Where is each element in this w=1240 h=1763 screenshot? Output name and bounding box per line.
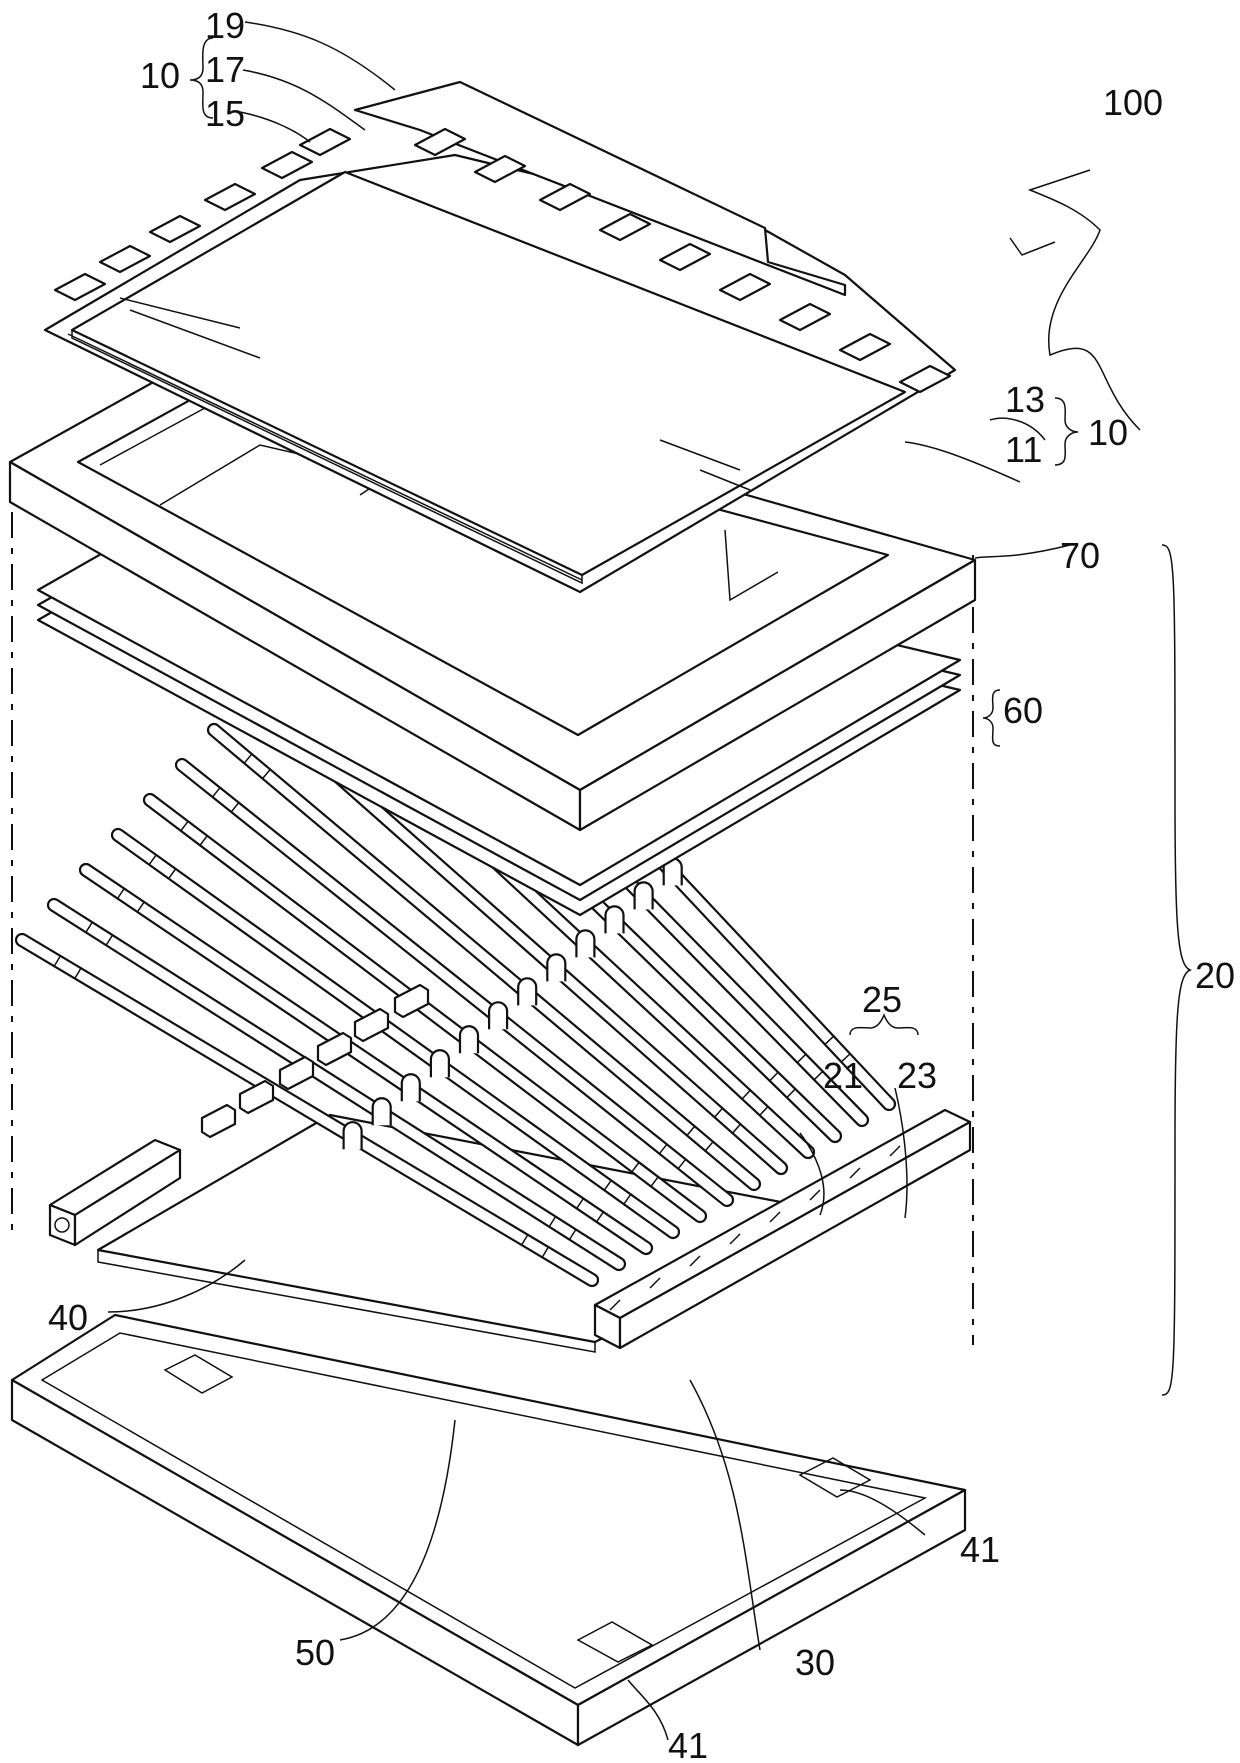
- driver-chip: [150, 216, 200, 242]
- driver-chip: [55, 274, 105, 300]
- label-60: 60: [1003, 690, 1043, 731]
- label-100: 100: [1103, 82, 1163, 123]
- label-10-right: 10: [1088, 412, 1128, 453]
- label-13: 13: [1005, 379, 1045, 420]
- driver-chip: [100, 246, 150, 272]
- label-30: 30: [795, 1642, 835, 1683]
- label-40: 40: [48, 1297, 88, 1338]
- driver-chip: [262, 152, 312, 178]
- label-11: 11: [1005, 429, 1042, 470]
- label-15: 15: [205, 93, 245, 134]
- label-23: 23: [897, 1055, 937, 1096]
- label-21: 21: [823, 1055, 863, 1096]
- label-41-right: 41: [960, 1529, 1000, 1570]
- label-20: 20: [1195, 955, 1235, 996]
- label-10-top: 10: [140, 55, 180, 96]
- label-17: 17: [205, 49, 245, 90]
- label-70: 70: [1060, 535, 1100, 576]
- driver-chip: [205, 184, 255, 210]
- label-50: 50: [295, 1632, 335, 1673]
- label-41-bottom: 41: [668, 1725, 708, 1763]
- label-25: 25: [862, 979, 902, 1020]
- driver-chip: [300, 129, 350, 155]
- label-19: 19: [205, 5, 245, 46]
